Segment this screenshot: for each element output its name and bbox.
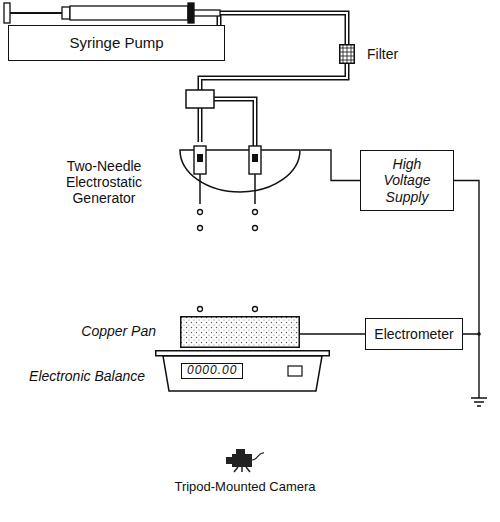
fluid-tube bbox=[219, 13, 347, 44]
tripod-legs bbox=[234, 467, 250, 472]
needle bbox=[254, 174, 256, 204]
filter-mesh bbox=[343, 45, 344, 63]
hv-supply-box: High Voltage Supply bbox=[360, 150, 454, 211]
droplets bbox=[198, 210, 258, 312]
part-label: Two-Needle Electrostatic Generator bbox=[58, 158, 150, 206]
tube-manifold bbox=[186, 90, 214, 108]
pump-end-block bbox=[4, 3, 10, 23]
electronic-balance: Electronic Balance0000.00 bbox=[155, 350, 330, 392]
filter-mesh bbox=[347, 45, 348, 63]
tripod-camera: Tripod-Mounted Camera bbox=[226, 448, 264, 472]
needle-fitting bbox=[252, 154, 258, 162]
filter-mesh bbox=[351, 45, 352, 63]
part-label: Filter bbox=[367, 46, 398, 62]
plunger-head bbox=[62, 7, 70, 19]
camera-body bbox=[232, 454, 252, 467]
wire bbox=[300, 334, 365, 335]
fluid-tube bbox=[200, 64, 347, 142]
camera-lens bbox=[226, 457, 232, 464]
copper-pan: Copper Pan bbox=[180, 316, 300, 348]
plunger-rod bbox=[10, 12, 70, 14]
ground-wiring bbox=[454, 181, 487, 407]
copper-pan-outline bbox=[180, 316, 300, 348]
syringe bbox=[4, 3, 220, 23]
camera-cable bbox=[252, 453, 264, 460]
electrostatic-generator: Two-Needle Electrostatic Generator bbox=[178, 142, 302, 204]
pump-box: Syringe Pump bbox=[8, 25, 225, 61]
filter-outline bbox=[339, 44, 355, 64]
syringe-clamp bbox=[188, 3, 194, 23]
ground-symbol bbox=[471, 398, 487, 406]
part-label: Copper Pan bbox=[81, 323, 156, 339]
camera-viewfinder bbox=[236, 449, 245, 454]
balance-body bbox=[163, 356, 322, 391]
box-label: High Voltage Supply bbox=[364, 154, 450, 206]
wire-junction bbox=[477, 332, 481, 336]
tube-branch bbox=[214, 99, 255, 146]
syringe-barrel bbox=[70, 6, 188, 20]
needle-fitting bbox=[197, 154, 203, 162]
syringe-nozzle bbox=[194, 10, 220, 16]
display-readout: 0000.00 bbox=[181, 363, 243, 379]
part-label: Tripod-Mounted Camera bbox=[165, 480, 325, 495]
wire bbox=[301, 150, 360, 181]
box-label: Syringe Pump bbox=[65, 32, 167, 53]
tripod-camera-outline bbox=[226, 448, 264, 472]
filter-body bbox=[340, 45, 355, 64]
needle-holder bbox=[194, 146, 206, 174]
balance-button bbox=[288, 366, 302, 376]
electrometer-box: Electrometer bbox=[365, 318, 463, 350]
filter: Filter bbox=[339, 44, 355, 64]
electrostatic-generator-outline bbox=[178, 142, 302, 204]
pan-body bbox=[181, 317, 300, 348]
needle bbox=[199, 174, 201, 204]
box-label: Electrometer bbox=[370, 324, 457, 344]
balance-plate bbox=[156, 351, 330, 356]
needle-holder bbox=[249, 146, 261, 174]
part-label: Electronic Balance bbox=[29, 368, 145, 384]
